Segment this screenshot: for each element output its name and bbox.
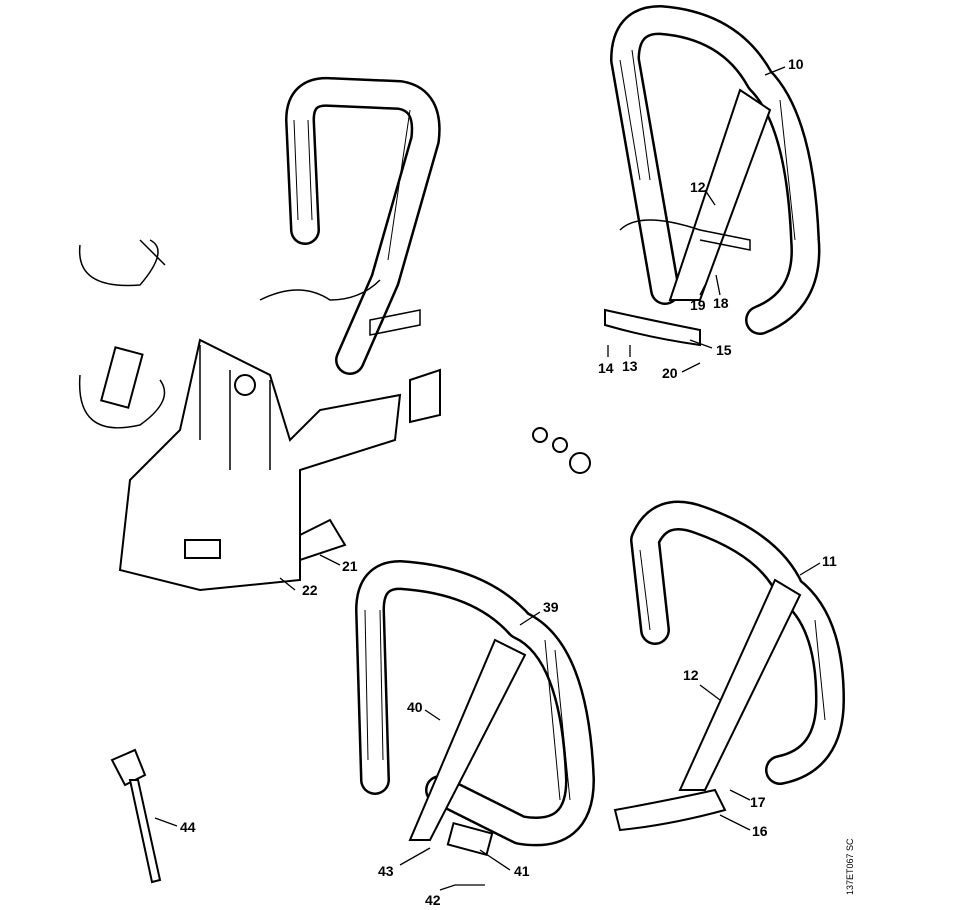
label-15: 15 [716, 342, 732, 358]
combination-wrench [110, 748, 162, 884]
label-13: 13 [622, 358, 638, 374]
label-42: 42 [425, 892, 441, 908]
handlebar-bottom-right [613, 500, 845, 832]
handlebar-center-top [259, 76, 441, 375]
label-22: 22 [302, 582, 318, 598]
label-40: 40 [407, 699, 423, 715]
label-39: 39 [543, 599, 559, 615]
label-10: 10 [788, 56, 804, 72]
handlebar-top-right [604, 5, 821, 347]
label-20: 20 [662, 365, 678, 381]
leader-lines [154, 66, 821, 891]
drawing-code: 137ET067 SC [845, 838, 855, 895]
handlebar-bottom-center [355, 560, 595, 857]
label-12-lower: 12 [683, 667, 699, 683]
label-44: 44 [180, 819, 196, 835]
label-17: 17 [750, 794, 766, 810]
label-12: 12 [690, 179, 706, 195]
label-14: 14 [598, 360, 614, 376]
chainsaw-body [118, 338, 402, 592]
label-18: 18 [713, 295, 729, 311]
label-41: 41 [514, 863, 530, 879]
label-19: 19 [690, 297, 706, 313]
small-parts-left [78, 239, 591, 562]
label-11: 11 [822, 553, 837, 569]
label-16: 16 [752, 823, 768, 839]
label-43: 43 [378, 863, 394, 879]
label-21: 21 [342, 558, 358, 574]
part-labels: 10 12 19 18 15 14 13 20 21 22 39 40 41 4… [180, 56, 855, 908]
